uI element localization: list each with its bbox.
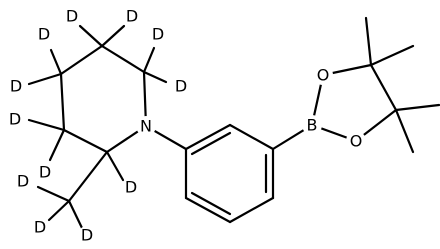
- bond-c4-c5: [59, 44, 104, 76]
- bond-c2-d: [105, 150, 125, 182]
- bond-methyl-top-2: [369, 44, 415, 67]
- bond-c5-d-left: [78, 24, 104, 48]
- bond-aromatic-inner-1: [190, 131, 232, 156]
- atom-n-label: N: [140, 117, 152, 136]
- bond-methyl-bottom-1: [394, 103, 440, 112]
- bond-c2-c3: [62, 128, 109, 154]
- bond-methyl-bottom-2: [394, 108, 415, 154]
- bond-c2-methyl: [67, 150, 109, 203]
- bond-c3-d-left: [27, 118, 66, 132]
- bond-methyl-top-1: [364, 16, 373, 67]
- bond-c4-d-left: [27, 72, 63, 86]
- bond-aromatic-inner-3: [190, 191, 232, 216]
- atom-d-label-4: D: [152, 25, 164, 44]
- bond-c6-d-right: [142, 70, 168, 84]
- bonds: [27, 16, 440, 230]
- atom-d-label-9: D: [125, 178, 137, 197]
- atom-d-label-5: D: [10, 77, 22, 96]
- atom-o-bottom-label: O: [350, 132, 363, 151]
- bond-c-c-ring: [369, 63, 398, 112]
- atom-d-label-1: D: [66, 7, 78, 26]
- atom-d-label-2: D: [126, 7, 138, 26]
- atom-d-label-6: D: [175, 77, 187, 96]
- bond-c4-d-top: [49, 48, 63, 76]
- atom-d-label-8: D: [39, 163, 51, 182]
- bond-methyl-d-bottom: [67, 199, 84, 230]
- atom-labels: N B O O D D D D D D D D D D D D: [6, 7, 366, 245]
- bond-c3-d-bottom: [48, 128, 66, 162]
- bond-ar2-ar3: [228, 123, 275, 151]
- atom-d-label-10: D: [17, 172, 29, 191]
- bond-c5-d-right: [100, 24, 126, 48]
- atom-b-label: B: [307, 116, 318, 135]
- bond-methyl-d-bottom-left: [47, 199, 71, 222]
- atom-d-label-11: D: [34, 218, 46, 237]
- bond-c3-c4: [59, 72, 66, 132]
- atom-d-label-7: D: [9, 110, 21, 129]
- bond-methyl-d-left: [36, 185, 71, 203]
- atom-d-label-3: D: [38, 25, 50, 44]
- bond-c6-d-top: [142, 46, 156, 74]
- bond-ar1-ar2: [184, 123, 232, 151]
- atom-d-label-12: D: [81, 226, 93, 245]
- bond-ar5-ar6: [184, 196, 232, 224]
- bond-c5-c6: [100, 44, 146, 74]
- bond-ar4-ar5: [228, 196, 275, 224]
- atom-o-top-label: O: [317, 66, 330, 85]
